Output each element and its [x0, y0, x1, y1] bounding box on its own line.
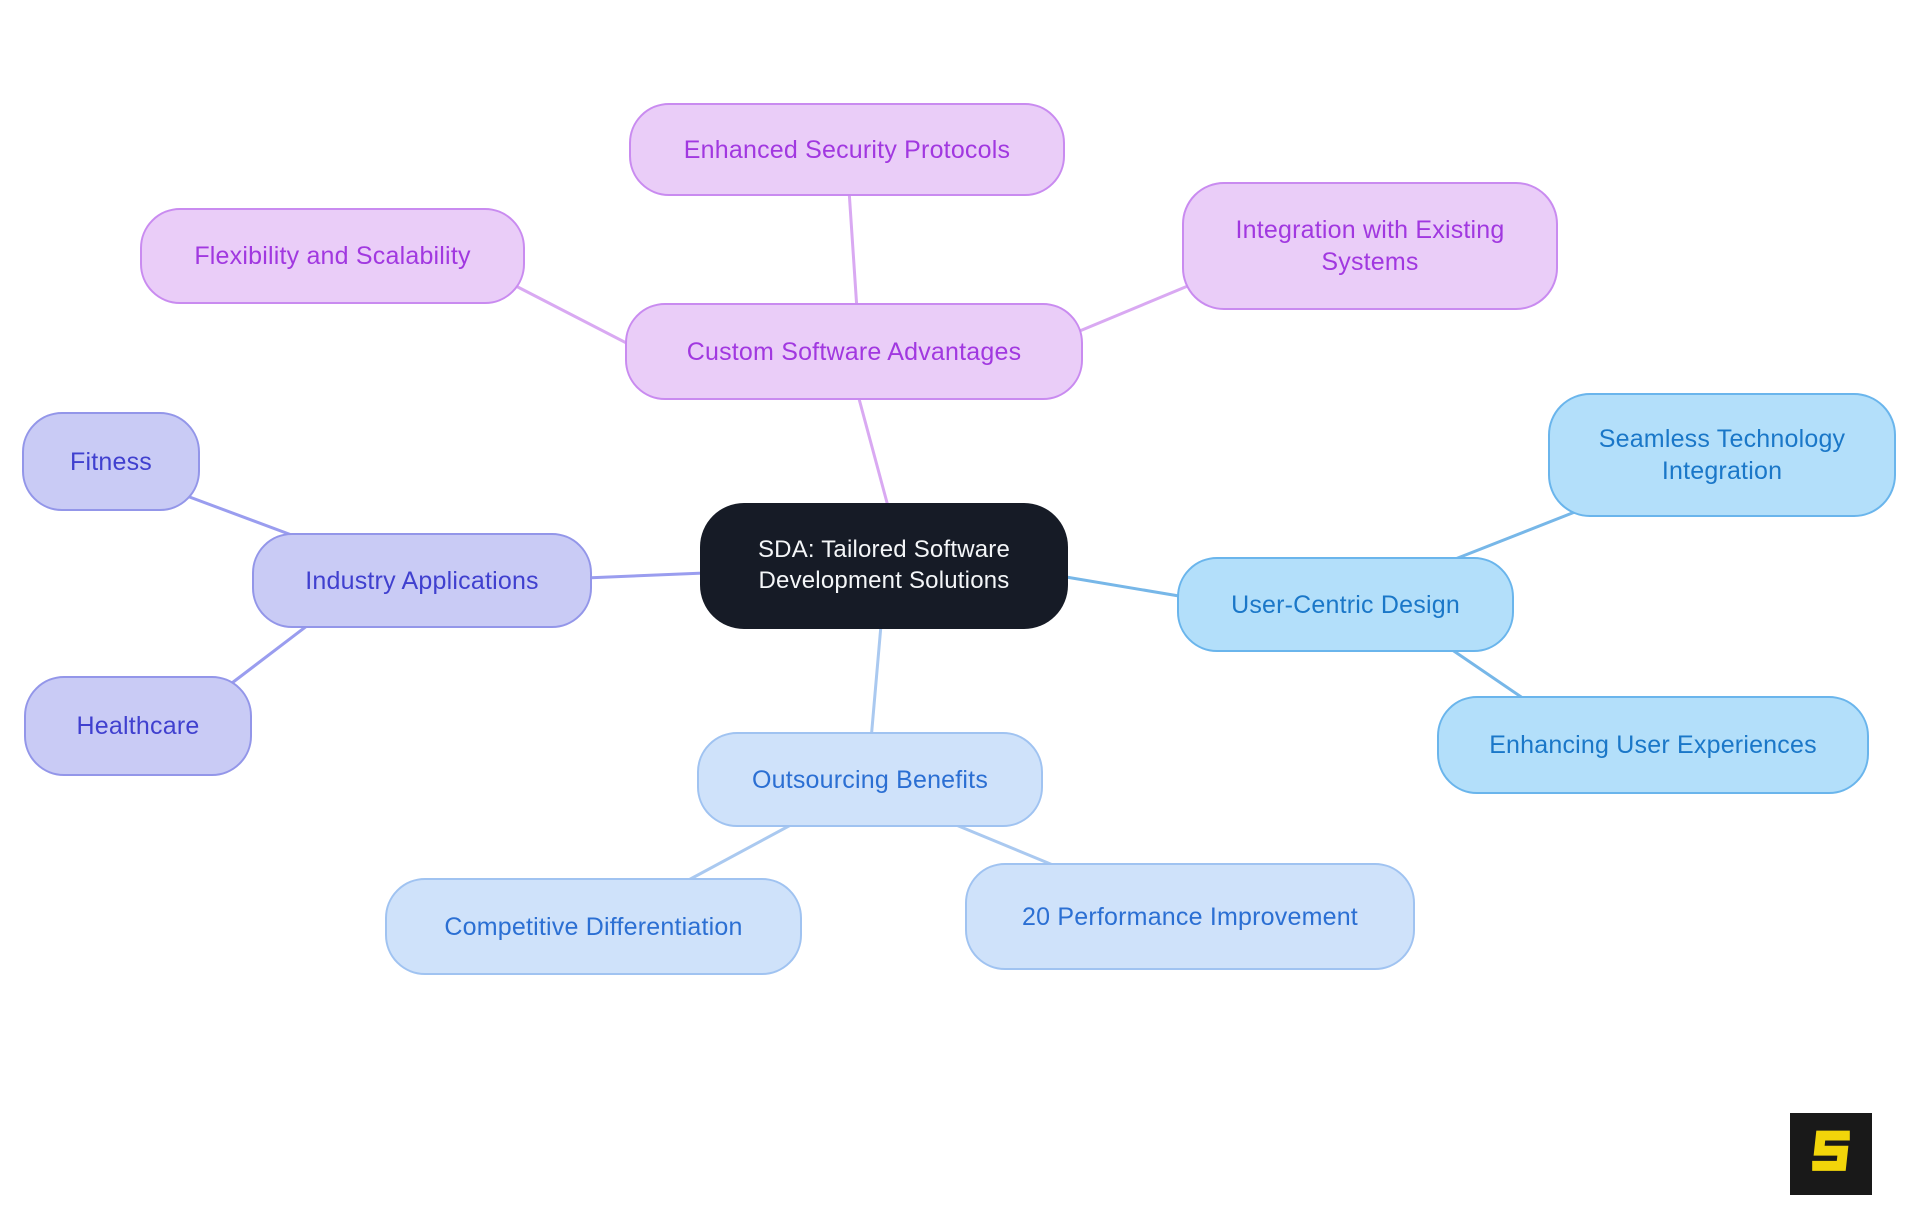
- node-flexibility-and-scalability[interactable]: Flexibility and Scalability: [140, 208, 525, 304]
- node-custom-software-advantages[interactable]: Custom Software Advantages: [625, 303, 1083, 400]
- node-label: 20 Performance Improvement: [1022, 902, 1358, 931]
- edge-user-centric-seamless: [1438, 506, 1587, 567]
- node-fitness[interactable]: Fitness: [22, 412, 200, 511]
- node-label: Outsourcing Benefits: [751, 765, 989, 794]
- node-label: SDA: Tailored Software Development Solut…: [757, 536, 1011, 594]
- node-label: Industry Applications: [305, 566, 539, 595]
- node-performance-improvement[interactable]: 20 Performance Improvement: [965, 863, 1415, 970]
- brand-logo: [1790, 1113, 1872, 1195]
- node-industry-applications[interactable]: Industry Applications: [252, 533, 592, 628]
- edge-custom-integration: [1068, 281, 1197, 337]
- node-outsourcing-benefits[interactable]: Outsourcing Benefits: [697, 732, 1043, 827]
- node-enhanced-security-protocols[interactable]: Enhanced Security Protocols: [629, 103, 1065, 196]
- node-user-centric-design[interactable]: User-Centric Design: [1177, 557, 1514, 652]
- node-label: Seamless Technology Integration: [1598, 425, 1846, 485]
- node-label: Enhancing User Experiences: [1489, 731, 1817, 759]
- node-competitive-differentiation[interactable]: Competitive Differentiation: [385, 878, 802, 975]
- edge-custom-flexibility: [508, 281, 642, 352]
- node-label: User-Centric Design: [1231, 590, 1460, 619]
- edge-user-centric-enhancing: [1443, 643, 1532, 705]
- node-label: Healthcare: [76, 712, 200, 740]
- node-integration-with-existing-systems[interactable]: Integration with Existing Systems: [1182, 182, 1558, 310]
- edge-outsourcing-competitive: [681, 818, 802, 885]
- edge-central-user-centric: [1058, 574, 1187, 599]
- s-logo-icon: [1812, 1130, 1850, 1171]
- node-seamless-technology-integration[interactable]: Seamless Technology Integration: [1548, 393, 1896, 517]
- edge-central-outsourcing: [869, 623, 883, 742]
- node-healthcare[interactable]: Healthcare: [24, 676, 252, 776]
- node-label: Competitive Differentiation: [444, 912, 743, 941]
- edge-central-custom-advantages: [856, 393, 891, 512]
- edge-custom-enhanced-security: [847, 188, 859, 312]
- edge-central-industry: [583, 571, 707, 580]
- node-label: Fitness: [70, 447, 152, 476]
- edge-industry-healthcare: [226, 620, 314, 688]
- node-label: Flexibility and Scalability: [194, 242, 471, 270]
- node-enhancing-user-experiences[interactable]: Enhancing User Experiences: [1437, 696, 1869, 794]
- edge-outsourcing-performance: [942, 818, 1067, 872]
- node-label: Enhanced Security Protocols: [683, 135, 1011, 164]
- node-label: Custom Software Advantages: [686, 337, 1022, 366]
- node-central[interactable]: SDA: Tailored Software Development Solut…: [700, 503, 1068, 629]
- node-label: Integration with Existing Systems: [1235, 216, 1505, 276]
